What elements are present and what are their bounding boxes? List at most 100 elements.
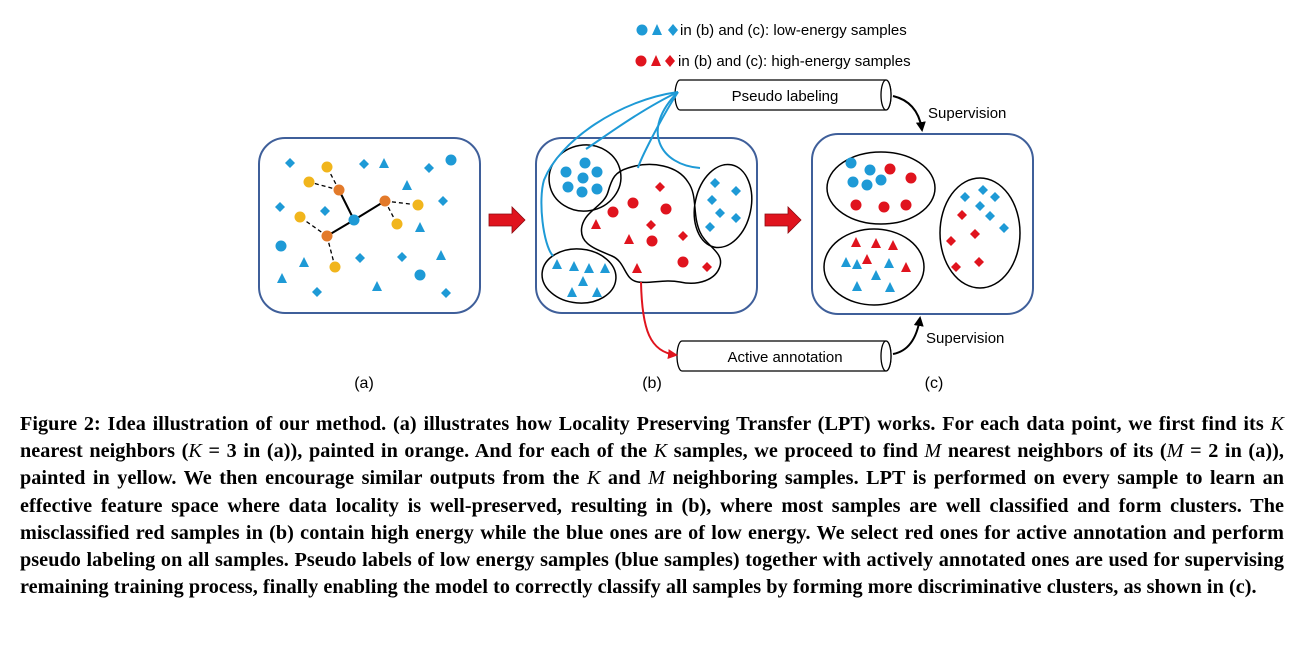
caption-text: samples, we proceed to find xyxy=(667,440,925,463)
sample-diamond-red xyxy=(974,257,984,267)
cluster-c-top xyxy=(826,151,936,225)
supervision-arrow-bottom xyxy=(892,316,924,355)
sample-diamond-blue xyxy=(978,185,988,195)
sample-triangle-red xyxy=(888,240,898,250)
panel-a-label: (a) xyxy=(354,375,374,392)
sample-circle-red xyxy=(850,199,862,211)
sample-triangle-blue xyxy=(584,263,594,273)
sample-circle-red xyxy=(646,235,658,247)
sample-triangle-blue xyxy=(379,158,389,168)
caption-var: M xyxy=(1166,440,1184,463)
sample-diamond-red xyxy=(655,182,665,192)
sample-triangle-blue xyxy=(578,276,588,286)
sample-circle-orange xyxy=(333,184,345,196)
sample-circle-blue xyxy=(577,172,589,184)
sample-circle-red xyxy=(884,163,896,175)
panel-c-frame xyxy=(811,133,1034,315)
sample-diamond-blue xyxy=(715,208,725,218)
legend-red-circle xyxy=(635,55,647,67)
sample-diamond-blue xyxy=(710,178,720,188)
sample-diamond-blue xyxy=(731,213,741,223)
caption-var: K xyxy=(586,467,601,490)
pseudo-labeling-box: Pseudo labeling xyxy=(674,79,892,111)
sample-triangle-blue xyxy=(885,282,895,292)
sample-circle-blue xyxy=(847,176,859,188)
sample-diamond-blue xyxy=(707,195,717,205)
cluster-b-center xyxy=(580,163,722,284)
sample-diamond-red xyxy=(951,262,961,272)
pseudo-labeling-label: Pseudo labeling xyxy=(732,88,839,105)
sample-circle-blue xyxy=(414,269,426,281)
pseudo-label-connectors xyxy=(540,91,701,257)
sample-circle-red xyxy=(627,197,639,209)
panel-a xyxy=(258,137,481,314)
caption-text: = 2 xyxy=(1183,440,1219,463)
sample-circle-blue xyxy=(560,166,572,178)
sample-circle-blue xyxy=(579,157,591,169)
sample-diamond-red xyxy=(702,262,712,272)
supervision-top-label: Supervision xyxy=(928,105,1006,122)
sample-circle-red xyxy=(900,199,912,211)
sample-diamond-blue xyxy=(960,192,970,202)
sample-triangle-red xyxy=(851,237,861,247)
sample-triangle-blue xyxy=(567,287,577,297)
sample-diamond-red xyxy=(946,236,956,246)
caption-text: nearest neighbors of its ( xyxy=(941,440,1167,463)
sample-diamond-blue xyxy=(320,206,330,216)
sample-triangle-blue xyxy=(884,258,894,268)
caption-text: nearest neighbors ( xyxy=(20,440,189,463)
sample-circle-blue xyxy=(591,183,603,195)
legend-high-icons xyxy=(635,55,675,67)
caption-text: and xyxy=(600,467,649,490)
sample-triangle-red xyxy=(871,238,881,248)
sample-circle-yellow xyxy=(329,261,341,273)
caption-text: neighboring samples. LPT is performed on… xyxy=(20,467,1284,599)
caption-var: K xyxy=(1270,413,1284,435)
sample-circle-blue xyxy=(576,186,588,198)
caption-var: M xyxy=(924,440,942,463)
sample-diamond-blue xyxy=(990,192,1000,202)
sample-circle-blue xyxy=(861,179,873,191)
sample-triangle-blue xyxy=(372,281,382,291)
sample-circle-yellow xyxy=(294,211,306,223)
sample-diamond-blue xyxy=(359,159,369,169)
sample-circle-blue xyxy=(275,240,287,252)
sample-triangle-red xyxy=(862,254,872,264)
panel-b xyxy=(535,91,758,360)
sample-triangle-blue xyxy=(852,259,862,269)
sample-diamond-blue xyxy=(438,196,448,206)
caption-var: K xyxy=(653,440,668,463)
sample-triangle-blue xyxy=(852,281,862,291)
sample-diamond-blue xyxy=(424,163,434,173)
caption-text: = 3 xyxy=(201,440,237,463)
sample-diamond-blue xyxy=(312,287,322,297)
sample-diamond-blue xyxy=(731,186,741,196)
sample-triangle-blue xyxy=(436,250,446,260)
sample-diamond-blue xyxy=(999,223,1009,233)
sample-triangle-red xyxy=(624,234,634,244)
supervision-bottom-label: Supervision xyxy=(926,330,1004,347)
sample-diamond-blue xyxy=(975,201,985,211)
sample-circle-red xyxy=(677,256,689,268)
method-diagram: in (b) and (c): low-energy samples in (b… xyxy=(258,22,1034,392)
caption-var: K xyxy=(188,440,202,463)
sample-circle-yellow xyxy=(321,161,333,173)
sample-circle-blue xyxy=(445,154,457,166)
cluster-b-bottom-left xyxy=(541,248,617,304)
caption-text: Figure 2: Idea illustration of our metho… xyxy=(20,413,1271,435)
sample-circle-yellow xyxy=(391,218,403,230)
legend-high-text: in (b) and (c): high-energy samples xyxy=(678,53,911,70)
sample-diamond-red xyxy=(957,210,967,220)
sample-diamond-blue xyxy=(355,253,365,263)
panel-a-samples xyxy=(275,154,457,298)
sample-circle-red xyxy=(878,201,890,213)
sample-circle-red xyxy=(905,172,917,184)
legend-red-diamond xyxy=(665,55,675,67)
sample-triangle-blue xyxy=(871,270,881,280)
sample-triangle-red xyxy=(591,219,601,229)
legend-blue-diamond xyxy=(668,24,678,36)
sample-diamond-blue xyxy=(275,202,285,212)
sample-circle-orange xyxy=(379,195,391,207)
active-annotation-label: Active annotation xyxy=(727,349,842,366)
active-annotation-box: Active annotation xyxy=(676,340,892,372)
